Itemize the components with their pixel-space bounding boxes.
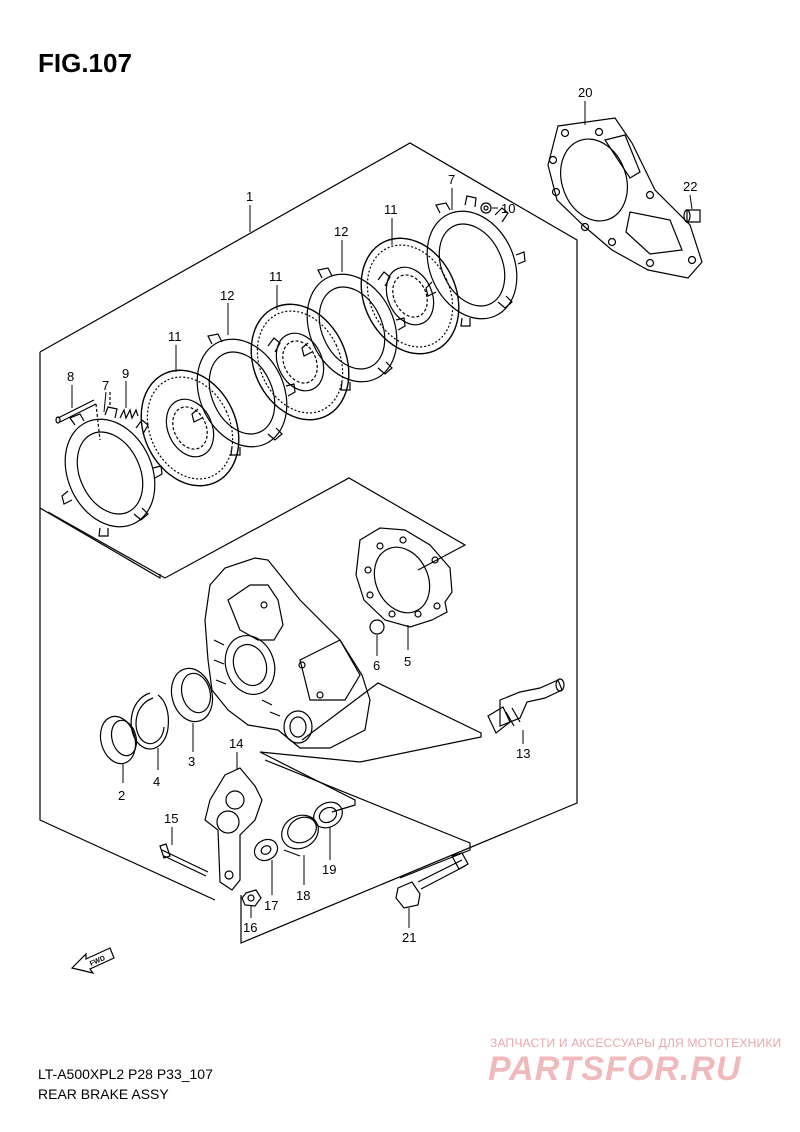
nut: [480, 202, 492, 214]
callout-16: 16: [243, 920, 257, 935]
callout-10: 10: [501, 201, 515, 216]
housing-group-outline: [259, 682, 482, 813]
callout-labels: 1 2 3 4 5 6 7 7 8 9 10 11 11 11 12 12 13…: [67, 85, 697, 945]
friction-disc: [360, 237, 460, 355]
return-spring: [281, 814, 319, 857]
spring: [119, 408, 139, 420]
callout-5: 5: [404, 654, 411, 669]
plate-group-outline: [47, 477, 467, 579]
callout-4: 4: [153, 774, 160, 789]
fwd-arrow-icon: FWD: [70, 947, 115, 974]
callout-14: 14: [229, 736, 243, 751]
brake-plate: [191, 333, 296, 456]
brake-plate: [61, 406, 163, 537]
circlip: [130, 692, 170, 750]
watermark-tagline: ЗАПЧАСТИ И АКСЕССУАРЫ ДЛЯ МОТОТЕХНИКИ: [490, 1036, 782, 1050]
figure-title: FIG.107: [38, 48, 132, 78]
bolt: [159, 843, 209, 877]
brake-shaft: [487, 678, 565, 734]
guide-line: [95, 392, 111, 441]
dowel-pin: [683, 209, 701, 223]
long-bolt: [395, 852, 469, 909]
callout-15: 15: [164, 811, 178, 826]
friction-disc: [250, 303, 350, 421]
callout-21: 21: [402, 930, 416, 945]
assembly-outline: [39, 142, 578, 944]
brake-housing: [204, 557, 371, 749]
callout-6: 6: [373, 658, 380, 673]
callout-7-left: 7: [102, 378, 109, 393]
callout-13: 13: [516, 746, 530, 761]
oil-seal: [99, 715, 138, 765]
callout-11-middle: 11: [269, 269, 283, 284]
callout-7-top: 7: [448, 172, 455, 187]
callout-8: 8: [67, 369, 74, 384]
assembly-name: REAR BRAKE ASSY: [38, 1086, 169, 1102]
callout-1: 1: [246, 189, 253, 204]
leader-lines: [71, 101, 693, 928]
callout-17: 17: [264, 898, 278, 913]
brake-plate: [425, 195, 526, 327]
pressure-plate: [355, 527, 453, 628]
callout-20: 20: [578, 85, 592, 100]
callout-18: 18: [296, 888, 310, 903]
callout-3: 3: [188, 754, 195, 769]
model-code: LT-A500XPL2 P28 P33_107: [38, 1066, 213, 1082]
brake-plate: [301, 267, 406, 391]
seal-ring: [313, 801, 343, 829]
pin: [55, 399, 97, 424]
nut: [241, 889, 262, 907]
friction-disc: [140, 369, 240, 487]
callout-2: 2: [118, 788, 125, 803]
gasket: [547, 117, 703, 279]
watermark-logo: PARTSFOR.RU: [488, 1050, 742, 1088]
brake-lever: [204, 767, 263, 891]
lower-group-outline: [264, 759, 471, 879]
callout-11-right: 11: [384, 202, 398, 217]
washer: [253, 838, 279, 862]
callout-22: 22: [683, 179, 697, 194]
callout-12-right: 12: [334, 224, 348, 239]
steel-ball: [369, 619, 385, 635]
callout-11-left: 11: [168, 329, 182, 344]
seal: [170, 667, 214, 723]
callout-19: 19: [322, 862, 336, 877]
callout-12-left: 12: [220, 288, 234, 303]
callout-9: 9: [122, 366, 129, 381]
